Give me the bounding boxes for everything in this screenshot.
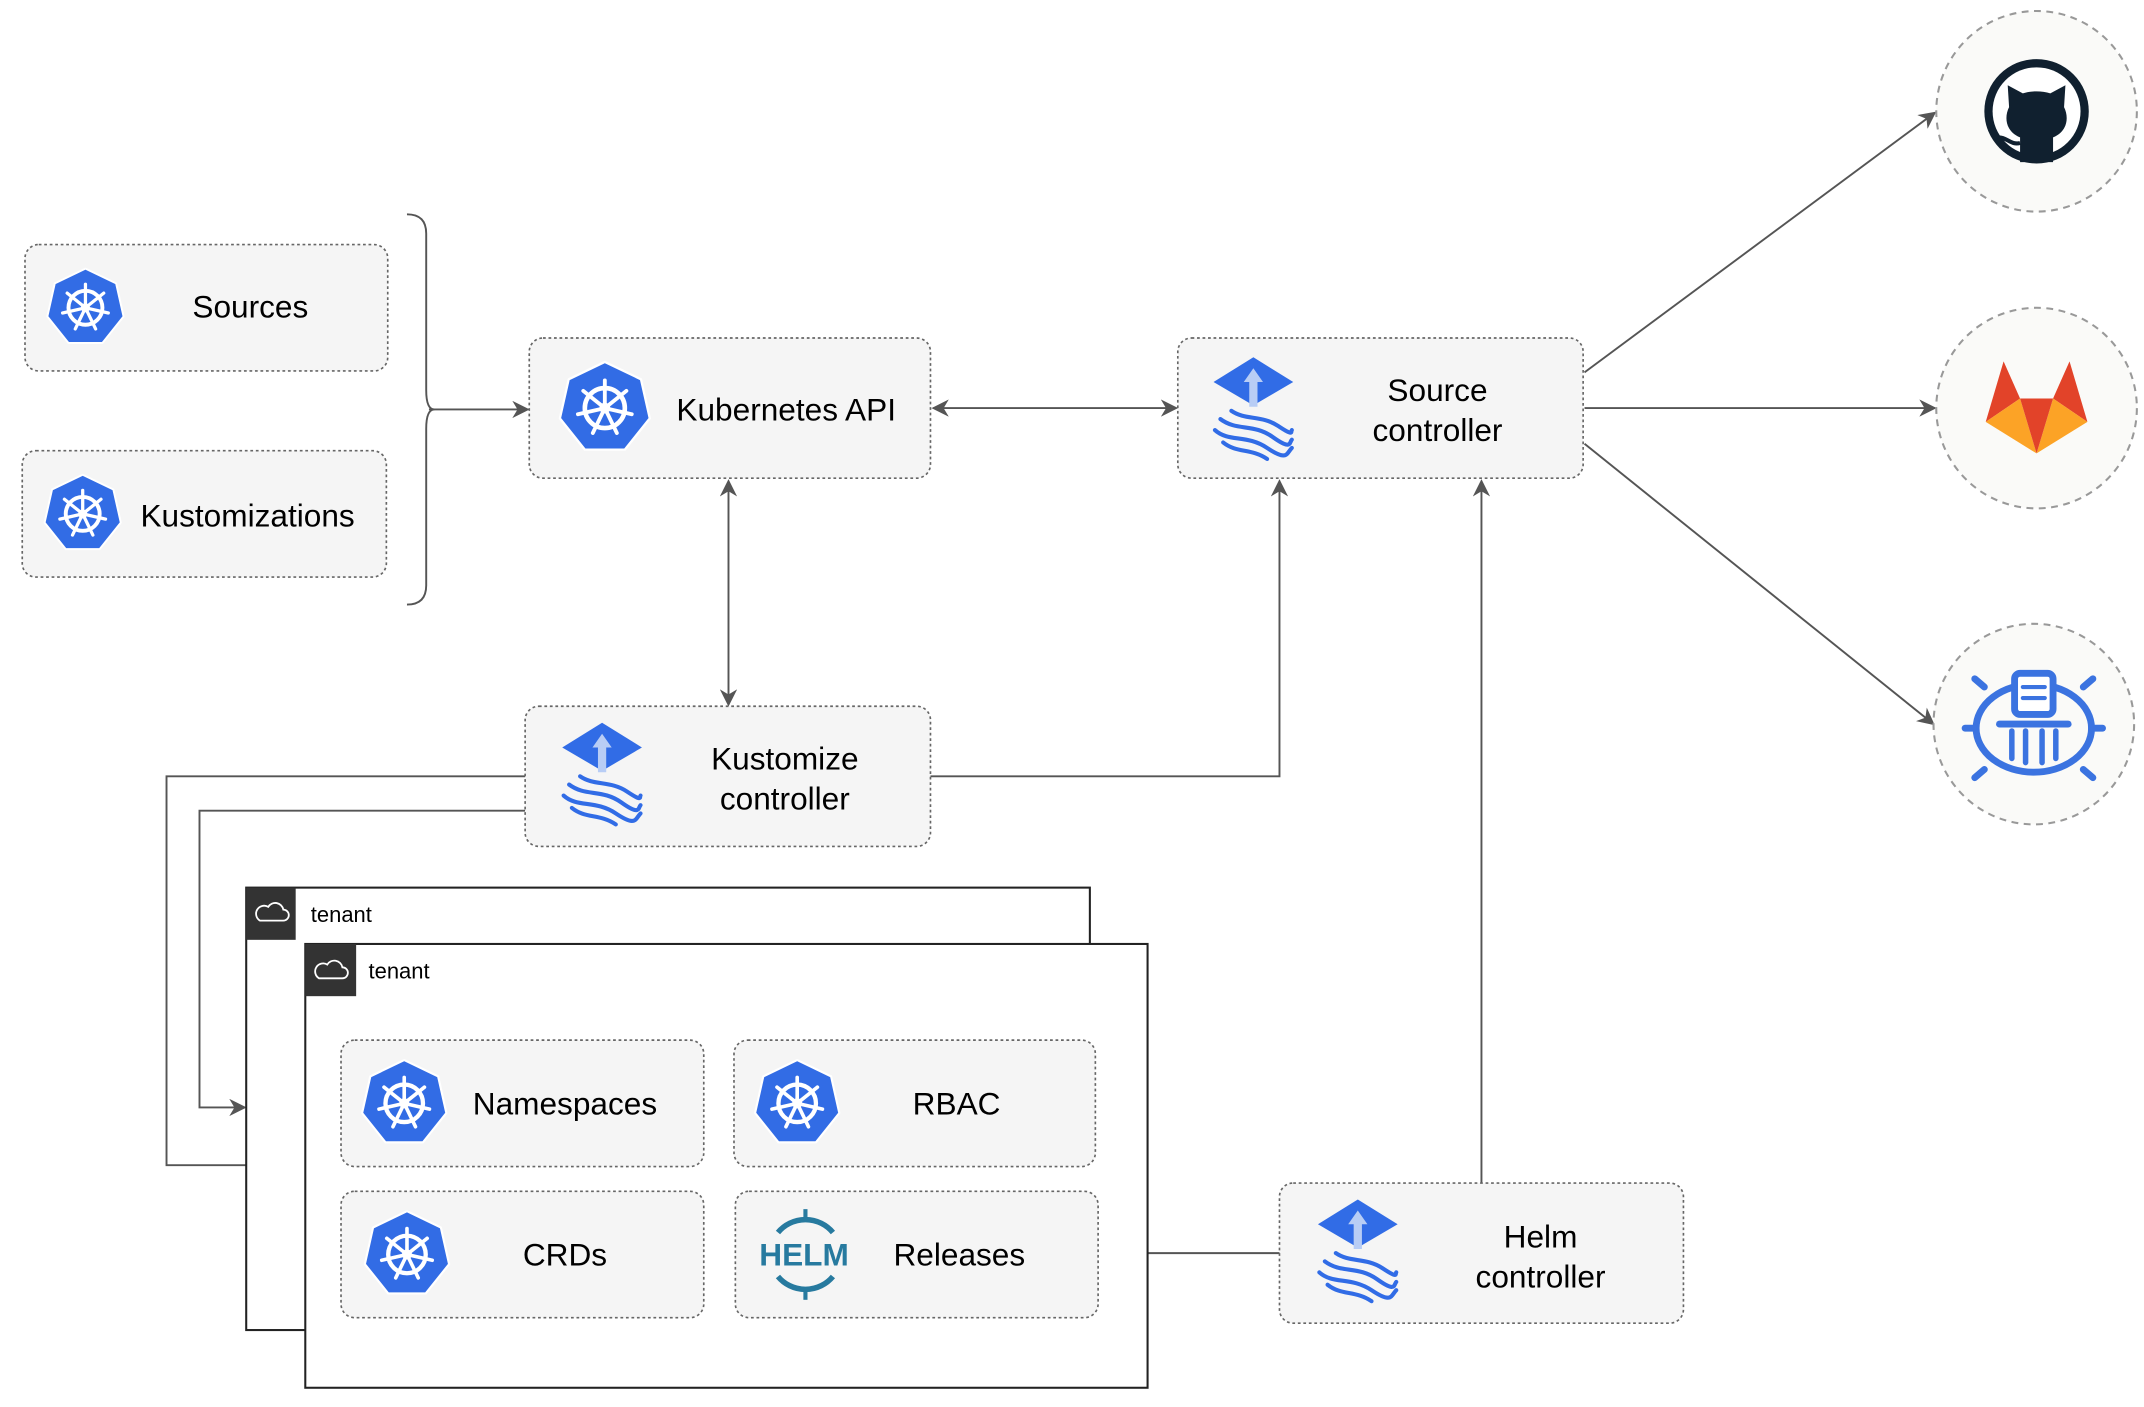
node-sources[interactable]: Sources bbox=[24, 243, 389, 372]
node-label: Sources bbox=[192, 288, 308, 324]
node-kustomize-controller[interactable]: Kustomize controller bbox=[524, 705, 932, 848]
node-label: Namespaces bbox=[473, 1085, 657, 1121]
harbor-icon bbox=[1961, 669, 2106, 782]
gitlab-icon bbox=[1985, 361, 2088, 454]
node-source-controller[interactable]: Source controller bbox=[1176, 337, 1584, 479]
edge-source-harbor bbox=[1583, 443, 1935, 726]
edge-kustomize-tenant-back bbox=[198, 809, 526, 1117]
edge-kustomize-tenant-front bbox=[165, 775, 526, 1174]
cloud-icon bbox=[314, 959, 349, 980]
node-label-line1: Kustomize bbox=[711, 740, 858, 776]
tenant-label: tenant bbox=[311, 902, 372, 927]
node-label: CRDs bbox=[523, 1236, 607, 1272]
node-label-line1: Helm bbox=[1504, 1219, 1578, 1255]
node-kubernetes-api[interactable]: Kubernetes API bbox=[528, 337, 932, 479]
github-icon bbox=[1984, 59, 2089, 164]
node-label-line2: controller bbox=[1373, 412, 1503, 448]
node-namespaces[interactable]: Namespaces bbox=[340, 1039, 705, 1168]
node-label: Kustomizations bbox=[140, 497, 354, 533]
node-rbac[interactable]: RBAC bbox=[733, 1039, 1097, 1168]
gitlab[interactable] bbox=[1935, 306, 2138, 510]
harbor[interactable] bbox=[1932, 622, 2136, 826]
node-label-line2: controller bbox=[720, 780, 850, 816]
cloud-icon bbox=[255, 902, 290, 922]
helm-logo-text: HELM bbox=[759, 1236, 849, 1272]
helm-icon: HELM bbox=[759, 1209, 849, 1300]
github[interactable] bbox=[1935, 9, 2138, 213]
node-kustomizations[interactable]: Kustomizations bbox=[21, 449, 388, 578]
node-label: Kubernetes API bbox=[676, 391, 896, 427]
node-helm-controller[interactable]: Helm controller bbox=[1278, 1182, 1685, 1325]
edge-kustomize-source bbox=[930, 479, 1289, 778]
tenant-label: tenant bbox=[369, 958, 430, 983]
node-label: RBAC bbox=[913, 1085, 1001, 1121]
node-label-line1: Source bbox=[1387, 372, 1487, 408]
node-label-line2: controller bbox=[1476, 1258, 1606, 1294]
node-label: Releases bbox=[893, 1236, 1025, 1272]
node-crds[interactable]: CRDs bbox=[340, 1190, 705, 1319]
node-releases[interactable]: HELM Releases bbox=[734, 1190, 1099, 1319]
edge-source-github bbox=[1583, 111, 1937, 374]
